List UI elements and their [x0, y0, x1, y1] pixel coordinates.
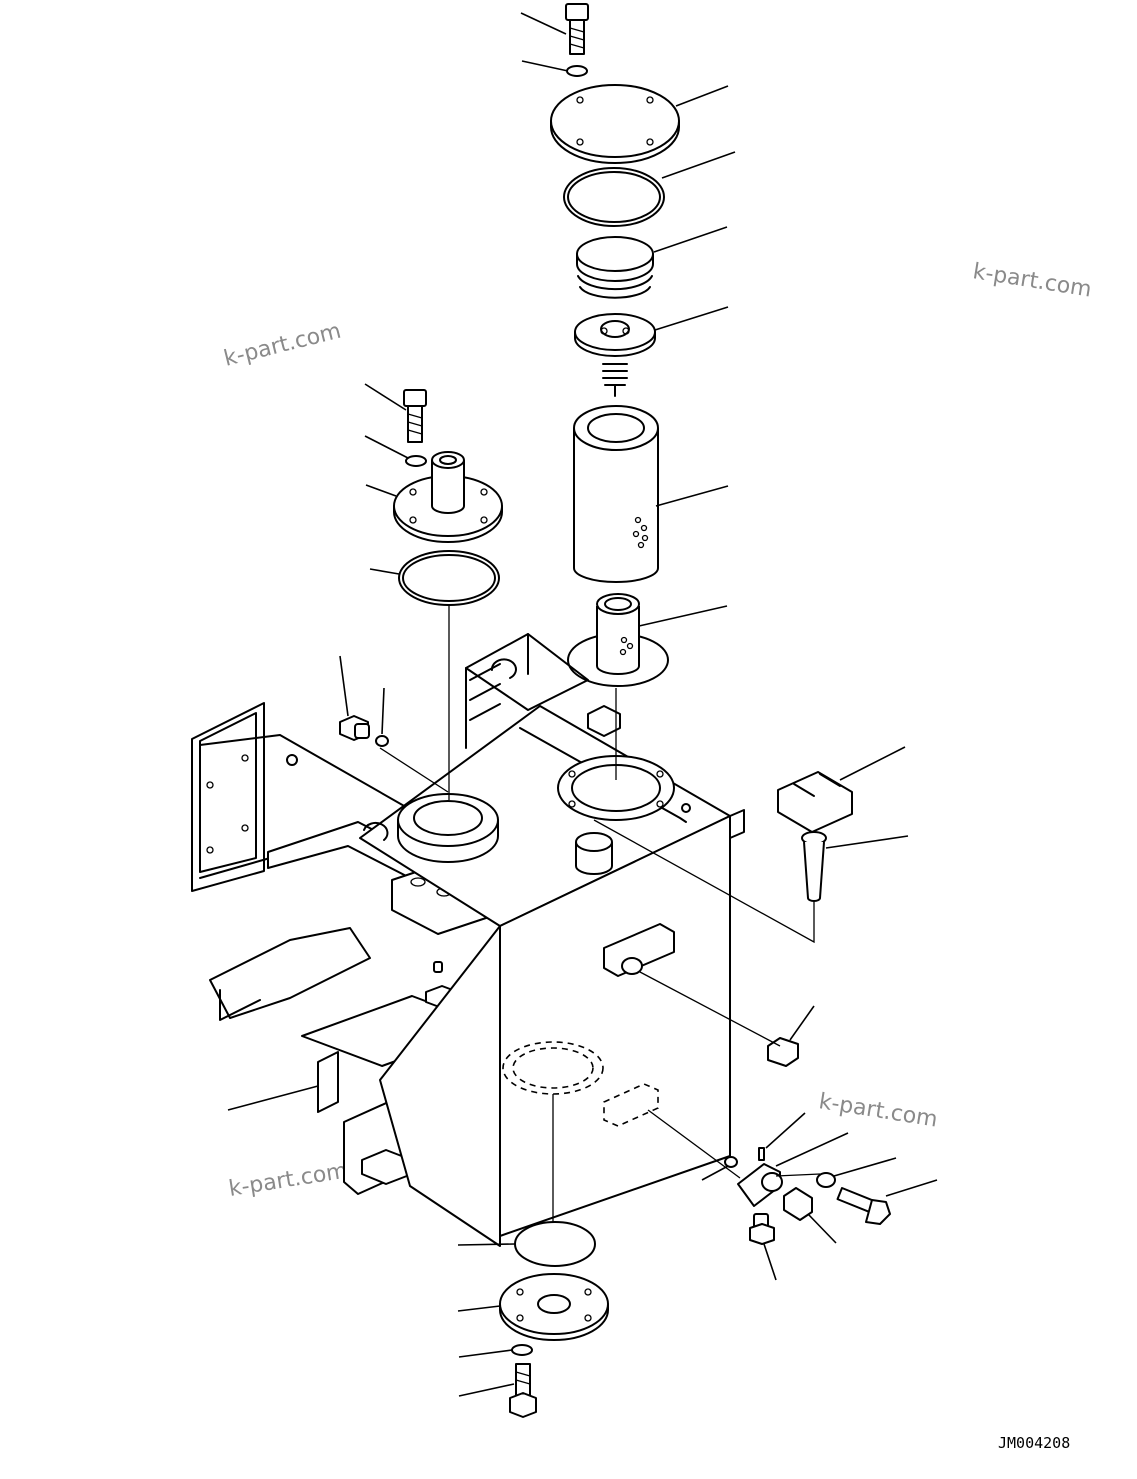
assembly-lines	[379, 605, 821, 1222]
drain-bolt	[836, 1186, 891, 1225]
drawing-code: JM004208	[998, 1434, 1070, 1452]
drain-boss-hidden	[603, 1083, 659, 1127]
tank-filler-flange	[397, 793, 499, 863]
hydraulic-tank	[359, 633, 745, 1247]
tank-cover-plate	[550, 84, 680, 164]
left-washer	[405, 455, 427, 467]
bottom-o-ring	[514, 1221, 596, 1267]
drain-o-ring	[724, 1156, 738, 1168]
bottom-cover-plate	[499, 1273, 609, 1341]
drain-plug	[783, 1187, 813, 1221]
bypass-valve	[574, 313, 656, 397]
left-bolt	[403, 389, 427, 443]
drain-valve-body	[737, 1147, 783, 1207]
tank-breather-neck	[575, 832, 613, 875]
gauge-sleeve	[801, 831, 827, 902]
breather-cover	[393, 451, 503, 543]
drain-cap-bolt	[749, 1213, 775, 1245]
cover-o-ring	[563, 167, 665, 227]
drain-washer	[816, 1172, 836, 1188]
level-gauge-boss	[603, 923, 675, 977]
bottom-bolt	[509, 1363, 537, 1418]
filter-element	[573, 405, 659, 583]
plug-o-ring	[375, 735, 389, 747]
level-gauge	[777, 771, 853, 833]
watermark-top-right: k-part.com	[971, 259, 1093, 302]
watermark-top-left: k-part.com	[221, 319, 343, 372]
side-bolt	[767, 1037, 799, 1067]
leader-lines	[227, 12, 938, 1397]
suction-strainer	[567, 593, 669, 687]
spring-ring	[576, 236, 654, 299]
breather-o-ring	[398, 550, 500, 606]
bottom-washer	[511, 1344, 533, 1356]
plug	[339, 715, 370, 741]
tank-bottom-opening	[502, 1041, 604, 1095]
watermark-mid-right: k-part.com	[817, 1089, 939, 1132]
top-bolt	[565, 3, 589, 55]
top-washer	[566, 65, 588, 77]
watermark-bottom-left: k-part.com	[227, 1158, 349, 1201]
